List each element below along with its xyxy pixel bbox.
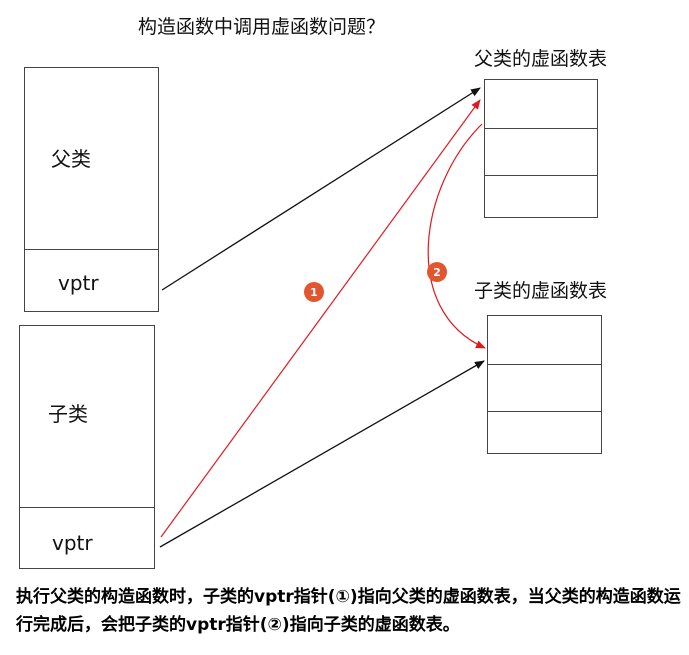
badge-1-text: 1: [310, 286, 318, 299]
caption: 执行父类的构造函数时，子类的vptr指针(①)指向父类的虚函数表，当父类的构造函…: [16, 587, 681, 635]
child-vptr-label: vptr: [52, 531, 93, 555]
parent-vtable-row-divider: [485, 175, 597, 176]
child-vtable-row-divider: [488, 364, 601, 365]
parent-vptr-label: vptr: [58, 271, 99, 295]
badge-1: 1: [304, 282, 324, 302]
child-vtable-row-divider: [488, 411, 601, 412]
child-vptr-arrow-to-child-vtable: [159, 360, 485, 548]
child-vptr-arrow-to-parent-vtable: [160, 99, 481, 538]
child-vtable: [487, 315, 602, 454]
diagram-title: 构造函数中调用虚函数问题？: [138, 16, 386, 38]
parent-class-label: 父类: [51, 147, 91, 171]
parent-class-divider: [25, 249, 158, 250]
parent-class-box: 父类 vptr: [24, 67, 159, 312]
badge-2: 2: [427, 262, 447, 282]
parent-vptr-arrow: [161, 87, 481, 291]
badge-2-text: 2: [433, 266, 441, 279]
parent-vtable-title: 父类的虚函数表: [474, 48, 608, 70]
child-class-label: 子类: [48, 402, 88, 426]
parent-vtable-row-divider: [485, 128, 597, 129]
vptr-redirect-arrow: [427, 123, 486, 349]
parent-vtable: [484, 79, 598, 218]
child-class-box: 子类 vptr: [19, 325, 155, 569]
child-class-divider: [20, 507, 154, 508]
child-vtable-title: 子类的虚函数表: [474, 280, 608, 302]
